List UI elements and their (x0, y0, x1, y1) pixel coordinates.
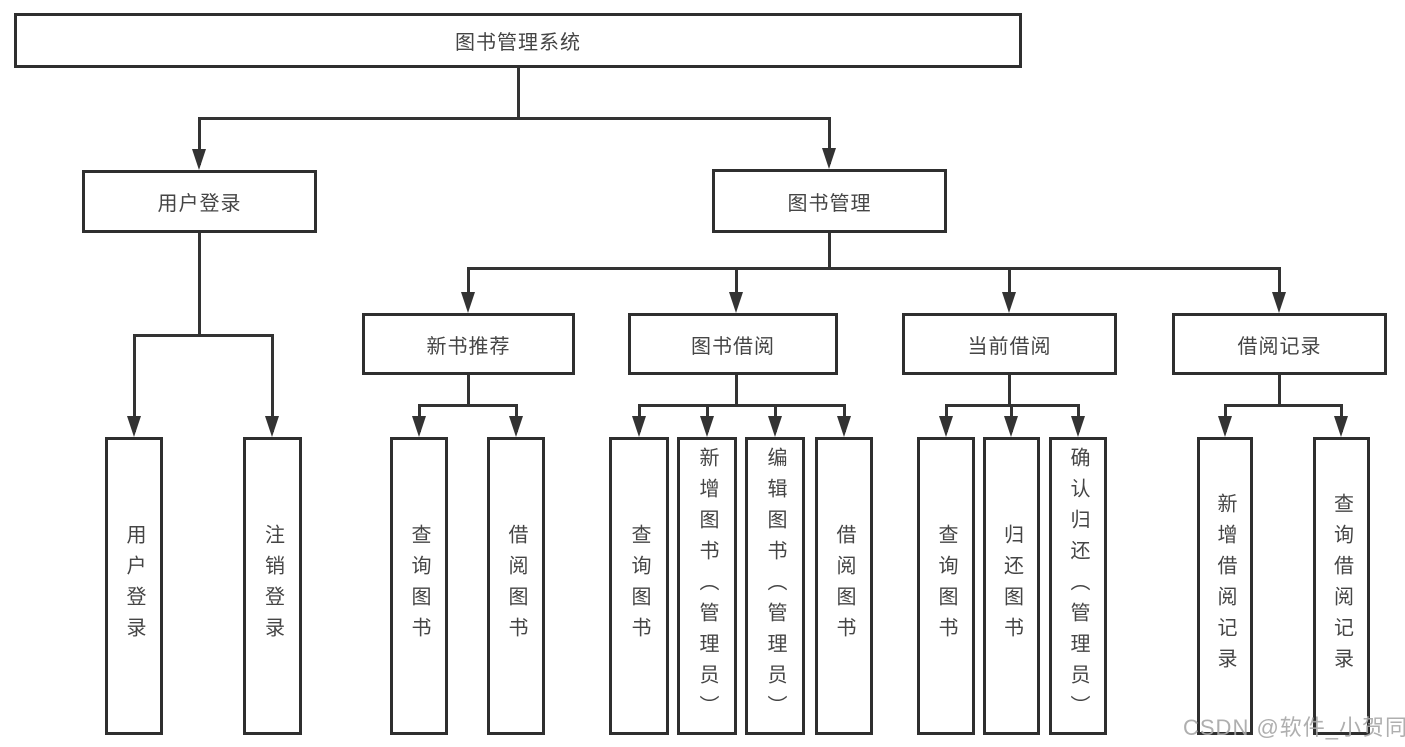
leaf-label: 借阅图书 (505, 524, 527, 648)
arrowhead-leaf-query-record (1334, 416, 1348, 437)
node-label: 图书管理 (787, 192, 872, 215)
connector-to-new-book-recommendation (467, 267, 470, 307)
leaf-add-books-admin: 新增图书（管理员） (677, 437, 737, 735)
leaf-label: 查询图书 (408, 524, 430, 648)
node-library-management-system: 图书管理系统 (14, 13, 1022, 68)
leaf-add-borrowing-record: 新增借阅记录 (1197, 437, 1253, 735)
node-label: 用户登录 (157, 193, 242, 215)
connector-borrowing-records-bar (1224, 404, 1342, 407)
leaf-label: 查询图书 (628, 524, 650, 648)
node-book-management: 图书管理 (712, 169, 947, 233)
node-book-borrowing: 图书借阅 (628, 313, 838, 375)
connector-to-book-borrowing (735, 267, 738, 307)
node-current-borrowing: 当前借阅 (902, 313, 1117, 375)
connector-root-stem (517, 68, 520, 119)
connector-to-current-borrowing (1008, 267, 1011, 307)
arrowhead-leaf-edit-books (768, 416, 782, 437)
leaf-query-borrowing-record: 查询借阅记录 (1313, 437, 1370, 735)
arrowhead-borrowing-records (1272, 292, 1286, 313)
leaf-label: 借阅图书 (833, 524, 855, 648)
arrowhead-book-management (822, 148, 836, 169)
node-label: 新书推荐 (426, 335, 511, 358)
connector-book-borrowing-bar (638, 404, 846, 407)
arrowhead-leaf-add-books (700, 416, 714, 437)
leaf-return-books: 归还图书 (983, 437, 1040, 735)
leaf-borrow-books-recommend: 借阅图书 (487, 437, 545, 735)
node-label: 当前借阅 (967, 335, 1052, 358)
leaf-label: 归还图书 (1000, 524, 1023, 648)
leaf-query-books-current: 查询图书 (917, 437, 975, 735)
arrowhead-leaf-logout (265, 416, 279, 437)
node-new-book-recommendation: 新书推荐 (362, 313, 575, 375)
connector-current-borrowing-stem (1008, 375, 1011, 406)
connector-new-book-stem (467, 375, 470, 406)
arrowhead-leaf-confirm-return (1071, 416, 1085, 437)
leaf-logout: 注销登录 (243, 437, 302, 735)
connector-level3-bar (467, 267, 1281, 270)
arrowhead-leaf-return-books (1004, 416, 1018, 437)
leaf-label: 注销登录 (261, 524, 284, 648)
leaf-query-books-borrowing: 查询图书 (609, 437, 669, 735)
connector-borrowing-records-stem (1278, 375, 1281, 406)
arrowhead-new-book-recommendation (461, 292, 475, 313)
leaf-label: 查询借阅记录 (1330, 493, 1353, 679)
leaf-edit-books-admin: 编辑图书（管理员） (745, 437, 805, 735)
leaf-label: 查询图书 (935, 524, 957, 648)
connector-to-leaf-user-login (133, 334, 136, 432)
leaf-label: 编辑图书（管理员） (764, 446, 786, 726)
node-borrowing-records: 借阅记录 (1172, 313, 1387, 375)
node-label: 图书管理系统 (455, 32, 581, 54)
node-label: 借阅记录 (1237, 335, 1322, 358)
connector-level2-bar (198, 117, 830, 120)
arrowhead-leaf-borrow-books-1 (509, 416, 523, 437)
leaf-query-books-recommend: 查询图书 (390, 437, 448, 735)
node-user-login: 用户登录 (82, 170, 317, 233)
connector-book-borrowing-stem (735, 375, 738, 406)
arrowhead-leaf-query-books-3 (939, 416, 953, 437)
arrowhead-current-borrowing (1002, 292, 1016, 313)
connector-new-book-bar (418, 404, 518, 407)
connector-to-user-login (198, 117, 201, 165)
connector-book-management-stem (828, 233, 831, 269)
connector-user-login-bar (133, 334, 274, 337)
leaf-label: 确认归还（管理员） (1067, 446, 1089, 726)
leaf-label: 新增图书（管理员） (696, 446, 718, 726)
arrowhead-leaf-borrow-books-2 (837, 416, 851, 437)
arrowhead-book-borrowing (729, 292, 743, 313)
arrowhead-leaf-query-books-2 (632, 416, 646, 437)
leaf-user-login: 用户登录 (105, 437, 163, 735)
arrowhead-leaf-user-login (127, 416, 141, 437)
csdn-watermark: CSDN @软件_小贺同学 (1183, 715, 1405, 740)
node-label: 图书借阅 (691, 335, 775, 358)
connector-to-leaf-logout (271, 334, 274, 432)
connector-to-borrowing-records (1278, 267, 1281, 307)
leaf-borrow-books-borrowing: 借阅图书 (815, 437, 873, 735)
arrowhead-leaf-query-books-1 (412, 416, 426, 437)
leaf-label: 用户登录 (123, 524, 145, 648)
arrowhead-leaf-add-record (1218, 416, 1232, 437)
connector-to-book-management (828, 117, 831, 164)
leaf-label: 新增借阅记录 (1214, 493, 1236, 679)
arrowhead-user-login (192, 149, 206, 170)
leaf-confirm-return-admin: 确认归还（管理员） (1049, 437, 1107, 735)
connector-user-login-stem (198, 233, 201, 335)
